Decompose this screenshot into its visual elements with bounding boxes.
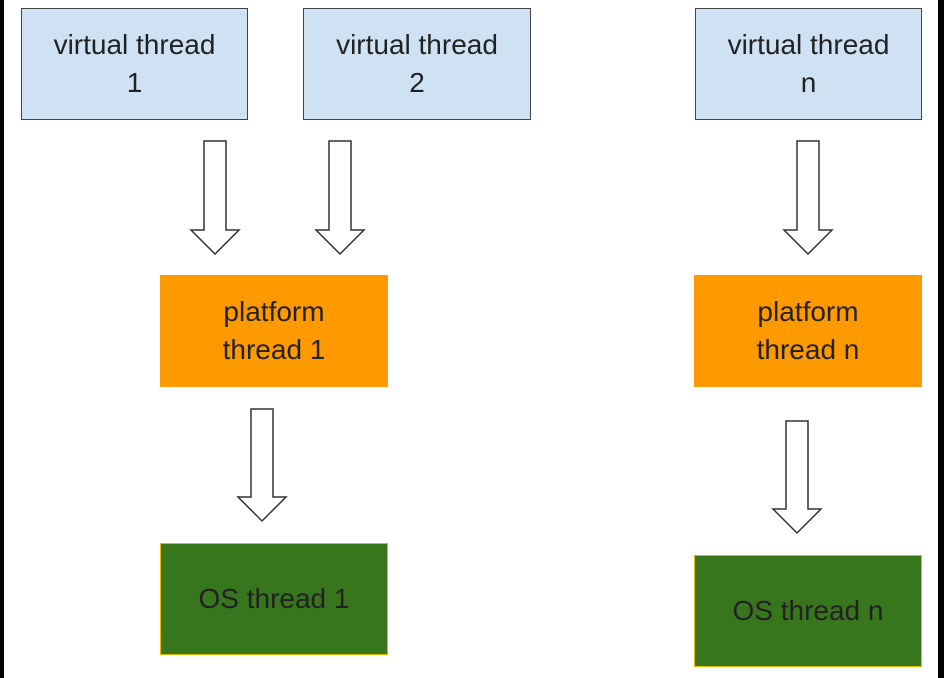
platform-thread-1-line2: thread 1 bbox=[222, 334, 326, 365]
virtual-thread-n-box: virtual thread n bbox=[695, 8, 922, 120]
virtual-thread-1-line2: 1 bbox=[126, 67, 143, 98]
os-thread-n-box: OS thread n bbox=[694, 555, 922, 667]
platform-thread-n-line1: platform bbox=[757, 296, 859, 328]
os-thread-n-label: OS thread n bbox=[732, 595, 884, 627]
platform-thread-1-line1: platform bbox=[223, 296, 325, 328]
os-thread-1-label: OS thread 1 bbox=[198, 583, 350, 615]
os-thread-1-box: OS thread 1 bbox=[160, 543, 388, 655]
virtual-thread-2-box: virtual thread 2 bbox=[303, 8, 531, 120]
virtual-thread-n-line1: virtual thread bbox=[727, 29, 890, 61]
virtual-thread-2-line2: 2 bbox=[409, 67, 425, 98]
platform-thread-1-box: platform thread 1 bbox=[160, 275, 388, 387]
platform-thread-n-line2: thread n bbox=[756, 334, 860, 365]
virtual-thread-1-line1: virtual thread bbox=[53, 29, 216, 61]
virtual-thread-2-line1: virtual thread bbox=[336, 29, 498, 61]
virtual-thread-1-box: virtual thread 1 bbox=[21, 8, 248, 120]
platform-thread-n-box: platform thread n bbox=[694, 275, 922, 387]
virtual-thread-n-line2: n bbox=[800, 67, 817, 98]
